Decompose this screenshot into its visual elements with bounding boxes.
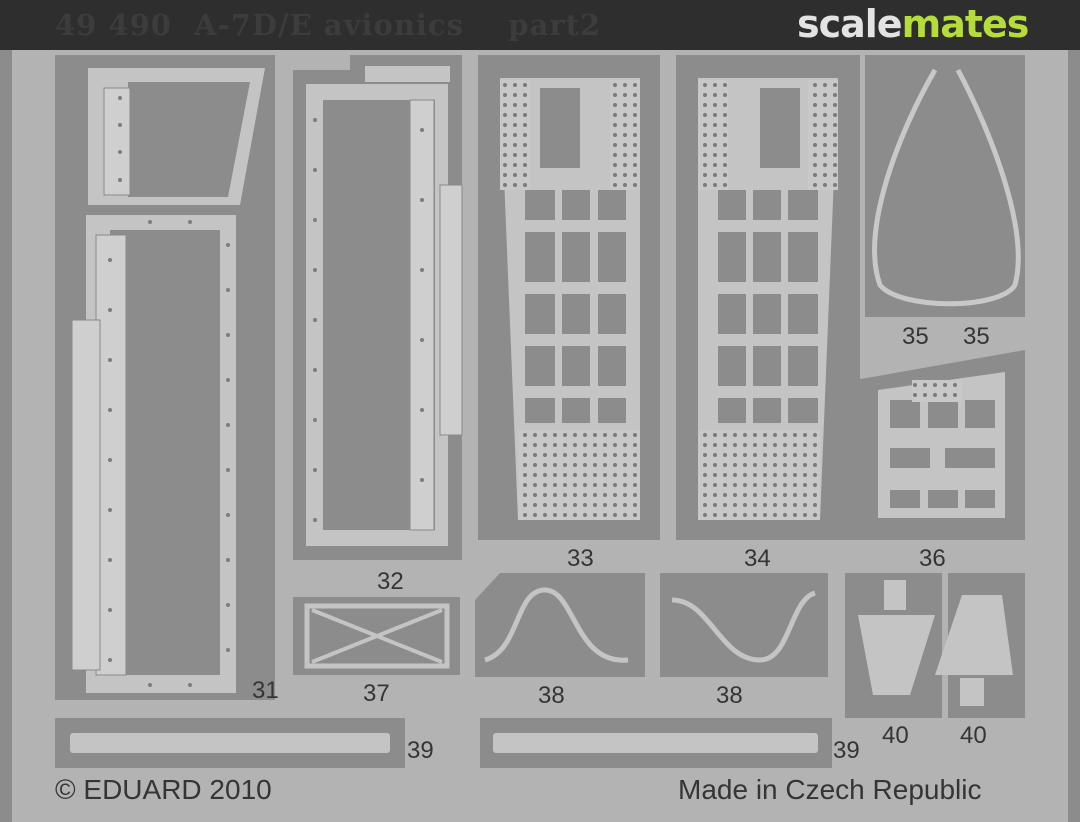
part-38b: [660, 573, 828, 677]
part-31: [55, 55, 275, 700]
set-title: 49 490 A-7D/E avionics part2: [55, 8, 602, 42]
part-33: [478, 55, 660, 540]
part-label-40b: 40: [960, 722, 987, 749]
part-35: [865, 55, 1025, 317]
copyright-text: © EDUARD 2010: [55, 774, 272, 805]
part-34: [676, 55, 860, 540]
part-label-38b: 38: [716, 682, 743, 709]
part-label-39a: 39: [407, 737, 434, 764]
part-label-37: 37: [363, 680, 390, 707]
part-32: [293, 55, 463, 560]
part-label-35b: 35: [963, 323, 990, 350]
scalemates-logo: scalemates: [797, 2, 1029, 46]
part-label-31: 31: [252, 677, 279, 704]
part-37: [293, 597, 460, 675]
origin-text: Made in Czech Republic: [678, 774, 982, 805]
part-40: [845, 573, 1025, 718]
header-band: [0, 0, 1080, 50]
part-38a: [475, 573, 645, 677]
part-label-38a: 38: [538, 682, 565, 709]
part-36: [855, 350, 1025, 540]
part-39: [55, 718, 832, 768]
part-label-34: 34: [744, 545, 771, 572]
part-label-35a: 35: [902, 323, 929, 350]
part-label-33: 33: [567, 545, 594, 572]
part-label-36: 36: [919, 545, 946, 572]
part-label-39b: 39: [833, 737, 860, 764]
part-label-40a: 40: [882, 722, 909, 749]
part-label-32: 32: [377, 568, 404, 595]
